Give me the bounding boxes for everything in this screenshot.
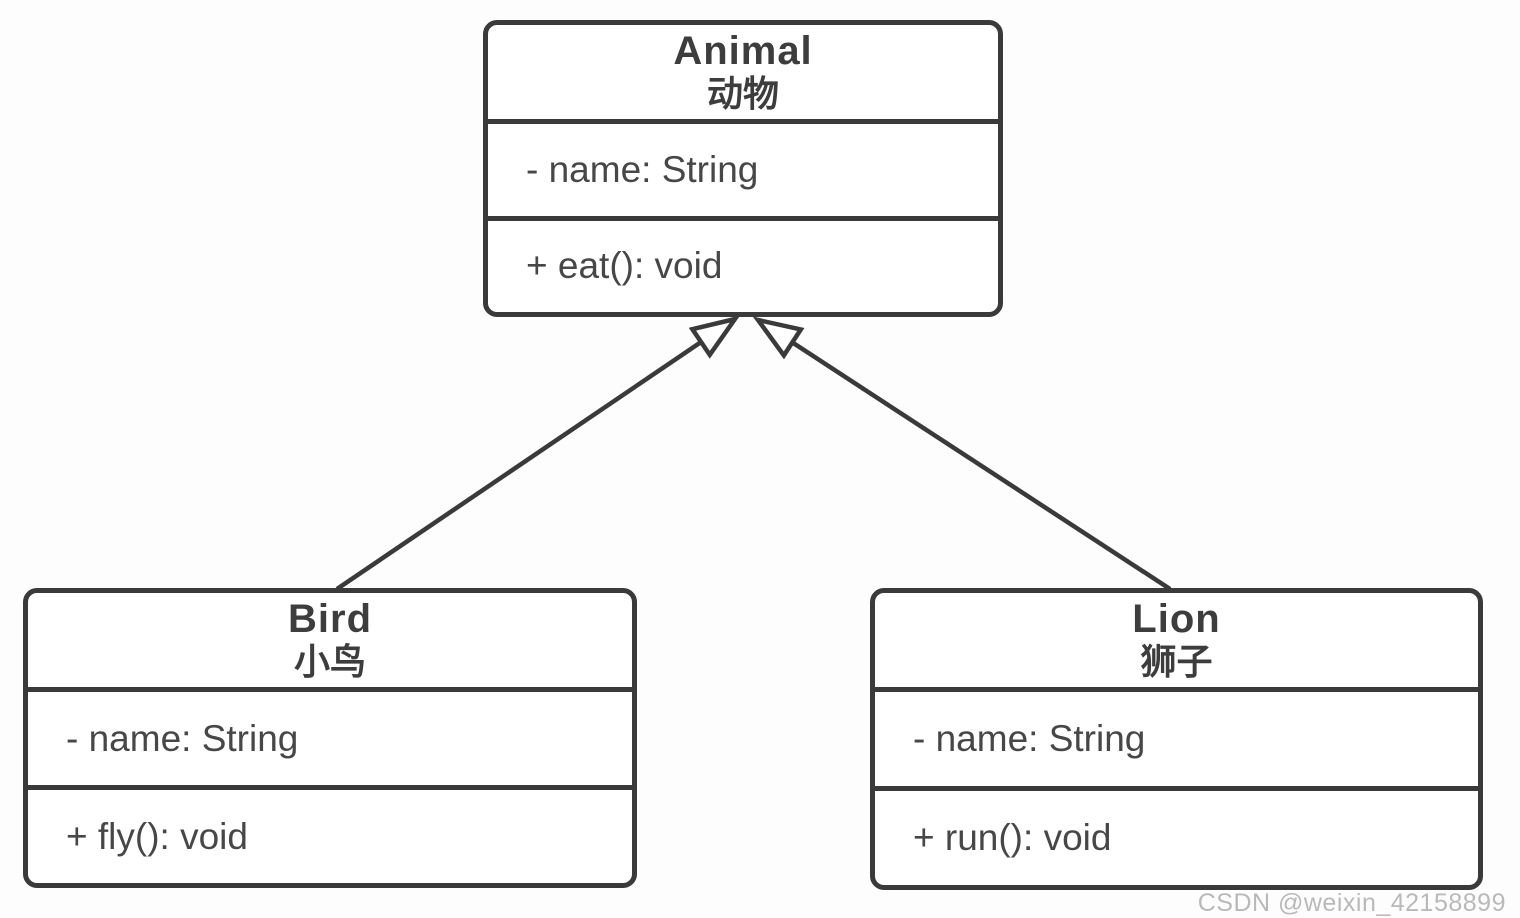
generalization-arrow-bird-to-animal: [335, 319, 735, 591]
class-attribute: - name: String: [488, 119, 998, 216]
class-attribute: - name: String: [28, 687, 632, 785]
class-name: Bird: [288, 597, 372, 642]
class-title-bird: Bird 小鸟: [28, 593, 632, 687]
class-box-lion: Lion 狮子 - name: String + run(): void: [870, 588, 1483, 890]
class-name: Animal: [673, 29, 813, 74]
class-title-lion: Lion 狮子: [875, 593, 1478, 687]
generalization-arrow-lion-to-animal: [758, 320, 1172, 591]
csdn-watermark: CSDN @weixin_42158899: [1197, 889, 1506, 917]
class-name-chinese: 动物: [706, 73, 779, 115]
class-box-animal: Animal 动物 - name: String + eat(): void: [483, 20, 1003, 317]
class-attribute: - name: String: [875, 687, 1478, 786]
class-method: + fly(): void: [28, 785, 632, 883]
class-title-animal: Animal 动物: [488, 25, 998, 119]
class-name-chinese: 小鸟: [293, 641, 366, 683]
class-name-chinese: 狮子: [1140, 641, 1213, 683]
class-name: Lion: [1132, 597, 1221, 642]
class-method: + run(): void: [875, 786, 1478, 885]
class-method: + eat(): void: [488, 215, 998, 313]
class-box-bird: Bird 小鸟 - name: String + fly(): void: [23, 588, 637, 888]
